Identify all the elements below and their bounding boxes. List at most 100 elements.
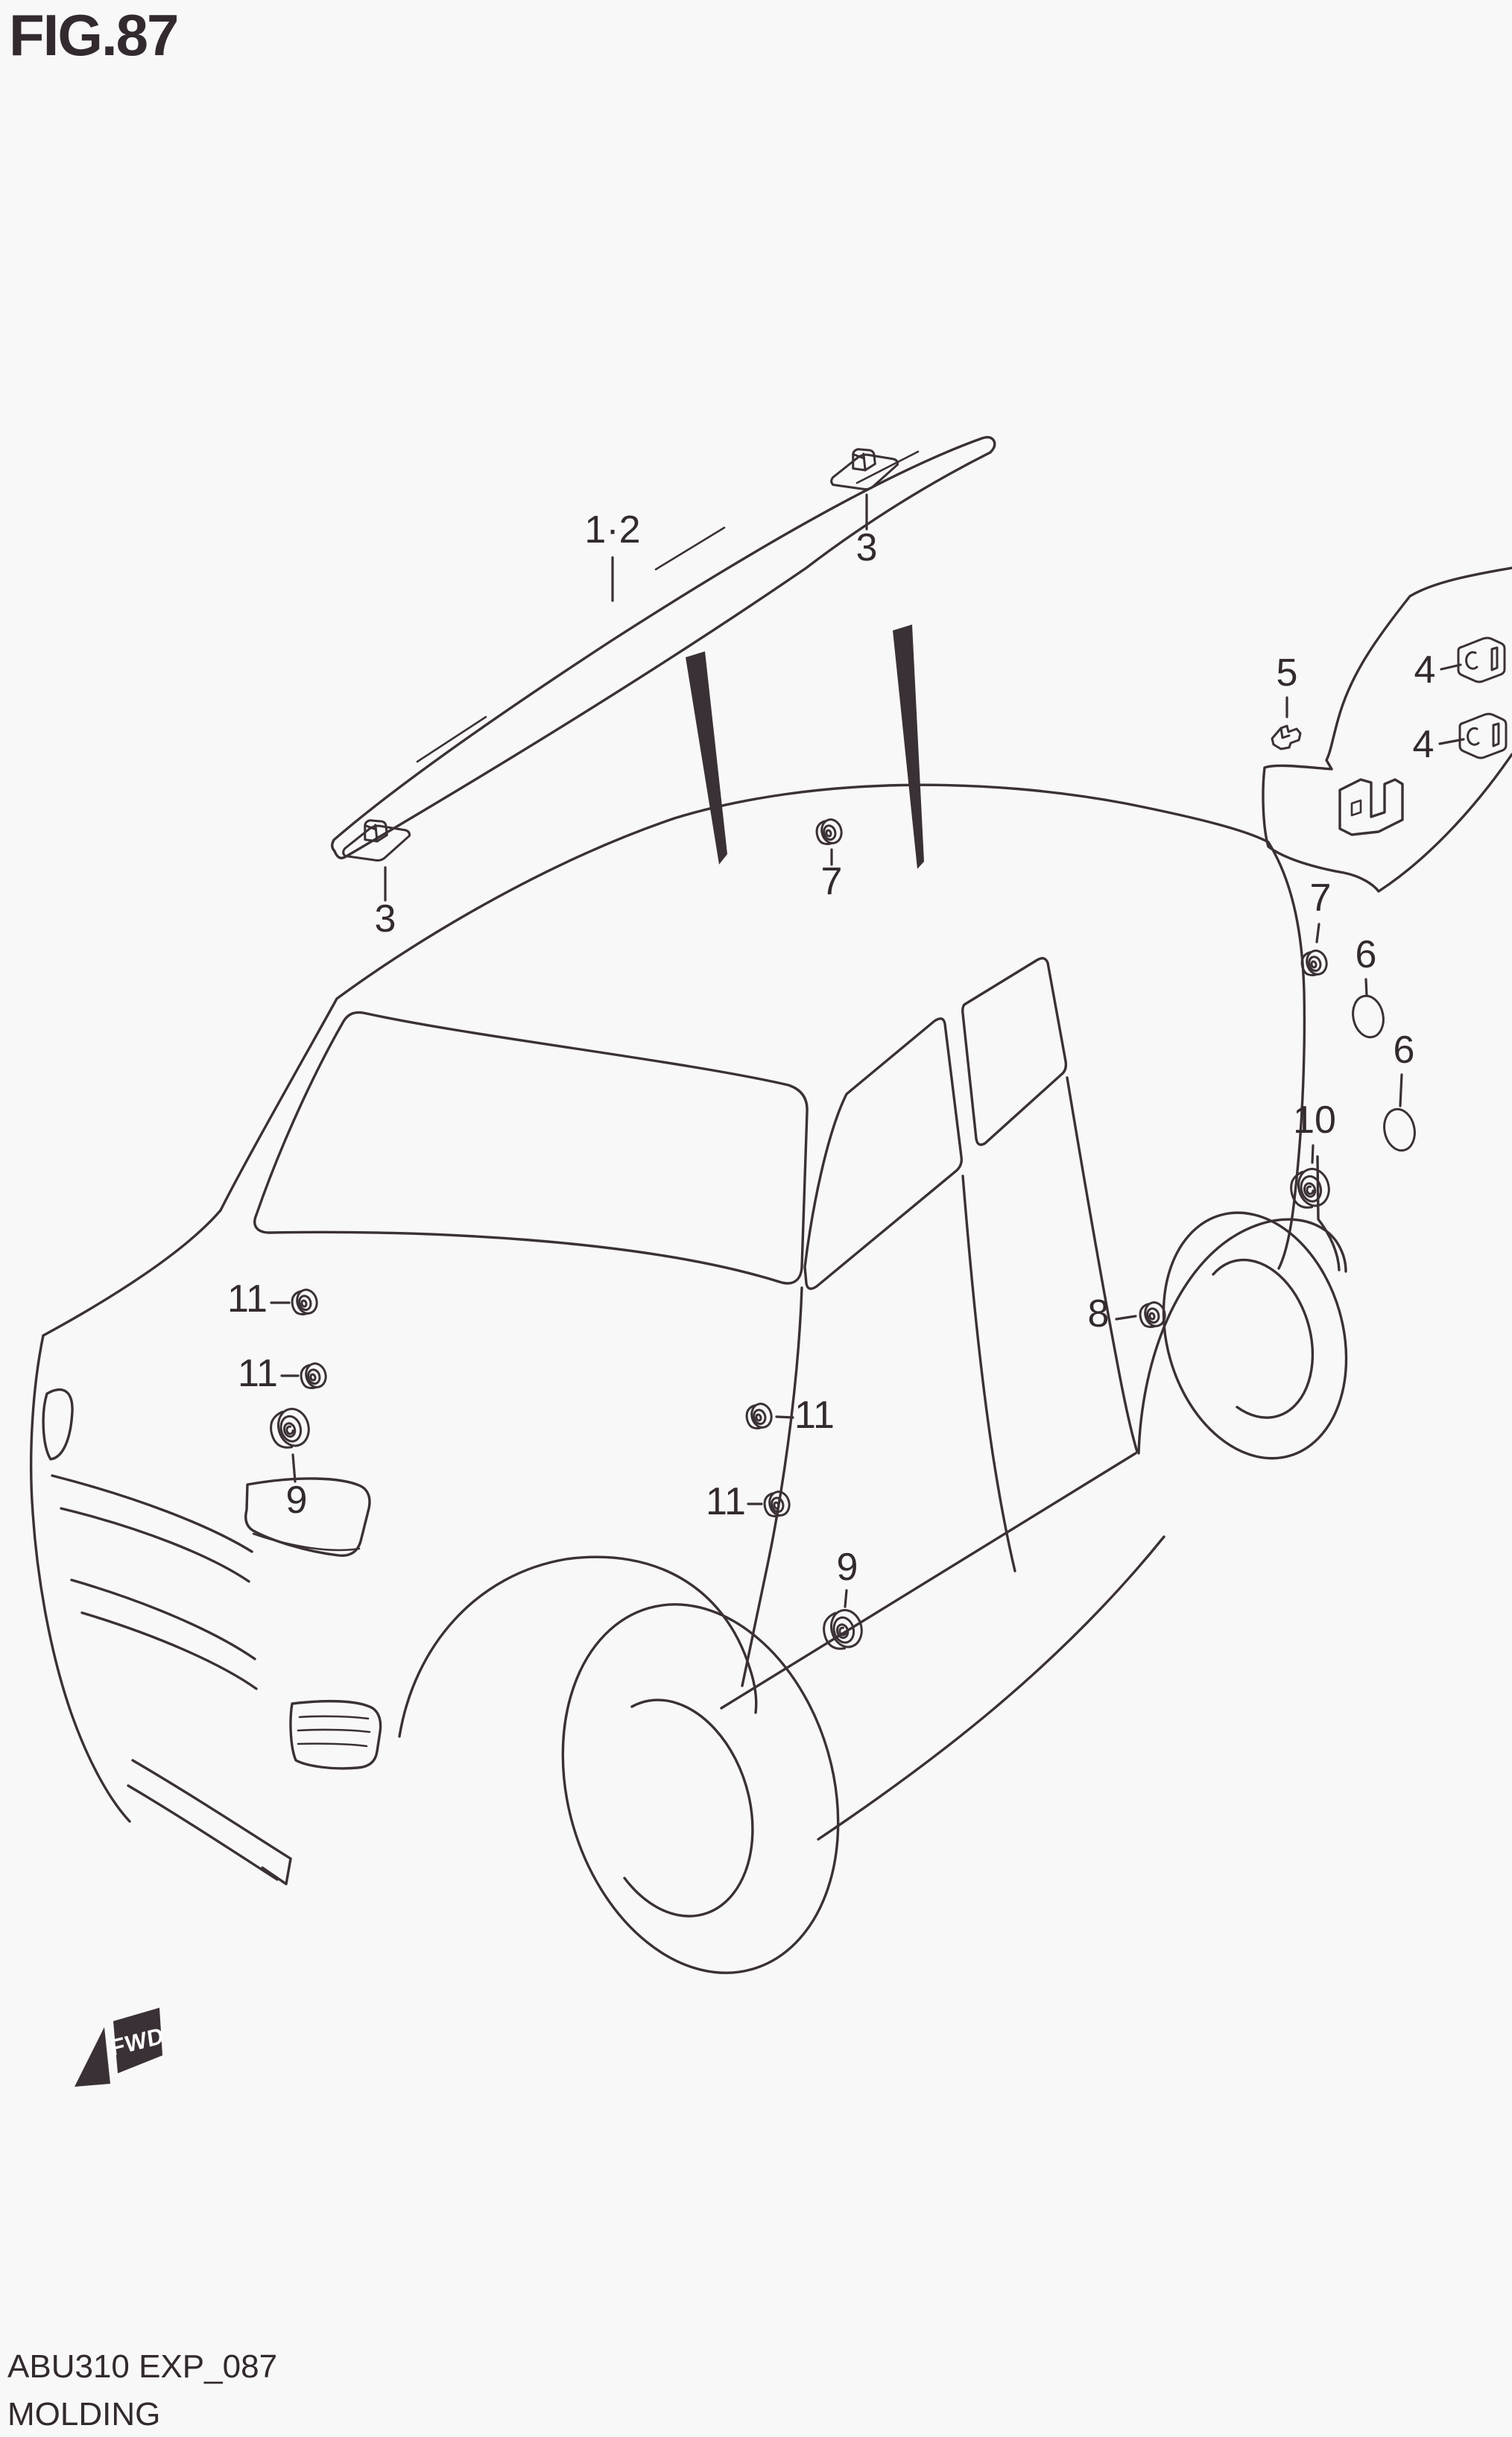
rear-wheel [1162,1211,1348,1460]
grommet-lg-part-icon [265,1404,314,1453]
callout-plug-6-lower: 6 [1379,1028,1420,1155]
rear-door-cut [961,1175,1016,1572]
car-line-art [29,435,1512,1974]
grille-bar [70,1578,256,1660]
callout-grommet-11-fender-upper: 11 [227,1277,321,1321]
fog-lamp-slats [297,1715,371,1748]
quarter-panel-outline [1262,566,1512,893]
strip-seam [654,526,726,571]
callout-grommet-11-fender-lower: 11 [238,1352,330,1395]
clip-bolt-part-icon [1458,712,1508,759]
bracket-part [1338,778,1404,836]
grommet-part-icon [297,1360,330,1392]
strip-seam [416,715,487,763]
grille-bar [60,1507,250,1583]
rear-bumper-corner [1316,1155,1341,1271]
callout-label: 11 [706,1480,746,1523]
door-mirror [42,1388,74,1461]
strip-seam [855,450,920,484]
callout-label: 5 [1277,651,1298,695]
callout-clip-4-upper: 4 [1414,636,1506,692]
callout-label: 6 [1394,1028,1415,1072]
callout-label: 9 [837,1546,858,1589]
clip-bolt-part-icon [1457,636,1506,683]
callout-label: 6 [1356,933,1377,976]
roof-molding-strip [331,435,996,860]
callout-clip-3-right: 3 [827,443,902,569]
callout-label: 11 [794,1394,835,1437]
callout-label: 11 [227,1277,268,1321]
callout-label: 4 [1414,648,1436,692]
callout-grommet-7-rear: 7 [1297,876,1332,979]
skid-plate-edge [127,1784,279,1881]
callout-label: 4 [1413,723,1434,766]
rocker-line [720,1452,1137,1710]
front-door-window [803,1017,964,1290]
callout-label: 7 [821,860,843,903]
callout-label: 9 [286,1479,308,1522]
grommet-lg-part-icon [818,1605,867,1654]
callout-plug-6-upper: 6 [1348,933,1388,1042]
grille-bar [51,1474,253,1553]
sill-bottom [817,1535,1165,1841]
callout-label: 7 [1310,876,1332,920]
headlamp [244,1477,371,1558]
skid-plate-edge [131,1759,292,1860]
leader-line [1399,1073,1403,1107]
callout-grommet-11-door-lower: 11 [706,1480,794,1523]
callout-grommet-11-door-upper: 11 [742,1394,835,1437]
footer: ABU310 EXP_087 MOLDING [7,2343,277,2437]
pillar-tape-right [893,625,924,869]
fog-lamp [289,1699,382,1770]
grille-bar [80,1611,258,1690]
oval-part-icon [1348,991,1388,1042]
fwd-direction-arrow: FWD [75,2008,166,2087]
callout-label: 3 [856,526,878,569]
callout-label: 11 [238,1352,278,1395]
front-fender-arch [398,1555,758,1738]
rear-wheel-inner [1212,1258,1315,1419]
front-wheel-inner [623,1698,754,1918]
leader-line [1364,978,1368,997]
pillar-tape-left [686,651,727,865]
fwd-plate [113,2008,162,2073]
a-pillar-and-roofline [219,783,1270,1212]
callout-clip-5: 5 [1271,651,1302,750]
callout-grommet-10: 10 [1285,1099,1336,1213]
callout-label: 3 [375,897,396,941]
grommet-part-icon [760,1488,794,1520]
headlamp-lip [252,1532,361,1552]
leader-line [291,1453,297,1483]
callout-grommet-7-roof: 7 [812,816,846,903]
hood-edge [42,1209,222,1337]
clip-roof-part-icon [827,443,902,494]
footer-title: MOLDING [7,2395,161,2433]
leader-line [1115,1315,1137,1321]
leader-line [1315,923,1320,943]
quarter-cut [1066,1076,1139,1453]
callout-label: 8 [1088,1292,1110,1336]
rear-door-window [961,957,1068,1146]
grommet-part-icon [742,1400,776,1432]
skid-plate-tip [261,1857,292,1886]
grommet-part-icon [288,1286,321,1318]
callout-grommet-9-fender: 9 [265,1404,314,1522]
callout-grommet-9-sill: 9 [818,1546,867,1654]
fwd-arrowhead-icon [75,2027,110,2087]
front-door-cut [741,1286,803,1687]
callout-clip-4-lower: 4 [1413,712,1508,766]
front-wheel [561,1603,840,1974]
grommet-part-icon [812,816,846,848]
callout-label: 1·2 [584,508,640,551]
callout-grommet-8: 8 [1088,1292,1169,1336]
rear-fender-arch [1137,1218,1347,1455]
callout-clip-3-left: 3 [339,815,414,941]
clip-small-part-icon [1271,724,1302,750]
rear-body-edge [1267,841,1306,1270]
footer-code: ABU310 EXP_087 [7,2348,278,2385]
bumper-left-outline [29,1334,131,1823]
leader-line [1311,1144,1315,1164]
